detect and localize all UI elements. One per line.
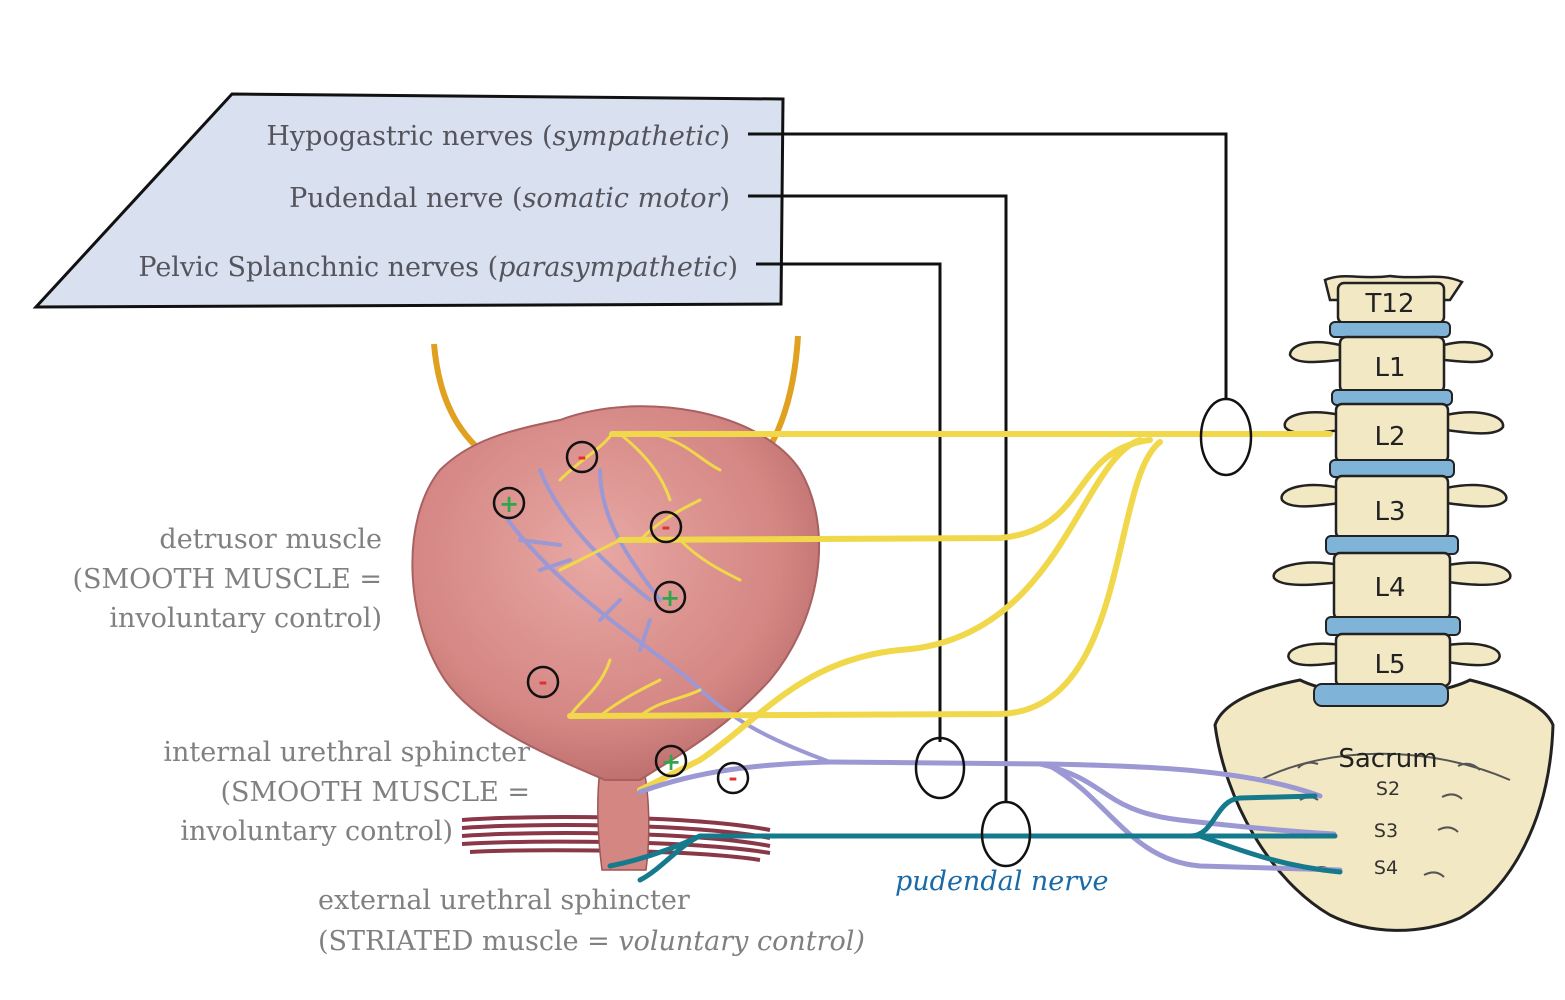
bladder	[411, 335, 832, 871]
sacral-label-s2: S2	[1376, 778, 1400, 800]
spine: T12 L1 L2 L3 L4 L5 Sacrum S2 S3 S4	[1213, 274, 1555, 932]
pudendal-nerve-label: pudendal nerve	[895, 866, 1108, 897]
pudendal-connector	[748, 194, 1008, 802]
connector-lines	[748, 132, 1228, 802]
vertebra-l4	[1272, 551, 1512, 621]
minus-marker: -	[565, 440, 599, 474]
vertebra-label-l4: L4	[1374, 573, 1405, 603]
svg-text:-: -	[728, 765, 737, 791]
sympathetic-nerves	[558, 431, 1333, 793]
plus-marker: +	[653, 580, 687, 614]
internal-sphincter-label: internal urethral sphincter (SMOOTH MUSC…	[163, 737, 530, 847]
plus-marker: +	[654, 744, 688, 778]
sacrum-bone	[1213, 678, 1555, 932]
vertebra-label-l3: L3	[1374, 497, 1405, 527]
hypogastric-ganglion	[1199, 397, 1253, 477]
vertebra-label-t12: T12	[1365, 289, 1415, 319]
pelvic-ganglion	[914, 736, 966, 800]
bladder-neck	[597, 769, 650, 871]
ureter-left	[431, 343, 482, 453]
vertebra-l1	[1288, 335, 1494, 394]
svg-text:+: +	[661, 747, 681, 776]
minus-marker: -	[526, 665, 560, 699]
svg-text:-: -	[538, 669, 547, 695]
internal-label-line3: involuntary control)	[180, 816, 453, 847]
vertebra-l3	[1280, 474, 1508, 540]
disc-l4-l5	[1325, 616, 1461, 636]
svg-text:+: +	[660, 583, 680, 612]
external-label-line1: external urethral sphincter	[318, 885, 690, 916]
svg-text:-: -	[661, 514, 670, 540]
vertebra-label-l2: L2	[1374, 422, 1405, 452]
minus-marker: -	[716, 761, 750, 795]
minus-marker: -	[649, 510, 683, 544]
detrusor-label-line1: detrusor muscle	[159, 524, 382, 555]
bladder-body	[411, 405, 821, 781]
effect-markers: - + - + - + -	[492, 440, 750, 795]
plus-marker: +	[492, 486, 526, 520]
sacral-label-s4: S4	[1374, 857, 1398, 879]
vertebra-l5	[1287, 632, 1501, 688]
pudendal-ganglion	[980, 800, 1032, 868]
pudendal-nerve	[607, 793, 1343, 883]
disc-l3-l4	[1325, 535, 1459, 555]
vertebra-label-l5: L5	[1374, 650, 1405, 680]
external-sphincter-label: external urethral sphincter (STRIATED mu…	[318, 885, 865, 957]
svg-text:+: +	[499, 489, 519, 518]
parasympathetic-nerves	[637, 759, 1343, 873]
legend: Hypogastric nerves (sympathetic) Pudenda…	[32, 92, 785, 309]
internal-label-line2: (SMOOTH MUSCLE =	[221, 777, 531, 808]
disc-t12-l1	[1329, 321, 1451, 338]
internal-label-line1: internal urethral sphincter	[163, 737, 530, 768]
disc-l5-sacrum	[1313, 683, 1449, 707]
sacral-label-s3: S3	[1374, 820, 1398, 842]
detrusor-label-line3: involuntary control)	[109, 603, 382, 634]
legend-item-hypogastric: Hypogastric nerves (sympathetic)	[266, 121, 730, 152]
vertebra-l2	[1283, 402, 1505, 464]
disc-l2-l3	[1329, 459, 1455, 478]
ganglia	[914, 397, 1253, 868]
hypogastric-connector	[748, 132, 1228, 398]
legend-item-pudendal: Pudendal nerve (somatic motor)	[289, 183, 730, 214]
legend-box	[32, 92, 785, 309]
legend-item-pelvic-splanchnic: Pelvic Splanchnic nerves (parasympatheti…	[138, 252, 738, 283]
vertebra-label-l1: L1	[1374, 353, 1405, 383]
ureter-right	[762, 335, 801, 457]
detrusor-label: detrusor muscle (SMOOTH MUSCLE = involun…	[73, 524, 383, 634]
detrusor-label-line2: (SMOOTH MUSCLE =	[73, 564, 383, 595]
pelvic-splanchnic-connector	[756, 262, 942, 742]
sacrum-label: Sacrum	[1338, 744, 1437, 774]
svg-text:-: -	[577, 444, 586, 470]
external-label-line2: (STRIATED muscle = voluntary control)	[318, 926, 865, 957]
